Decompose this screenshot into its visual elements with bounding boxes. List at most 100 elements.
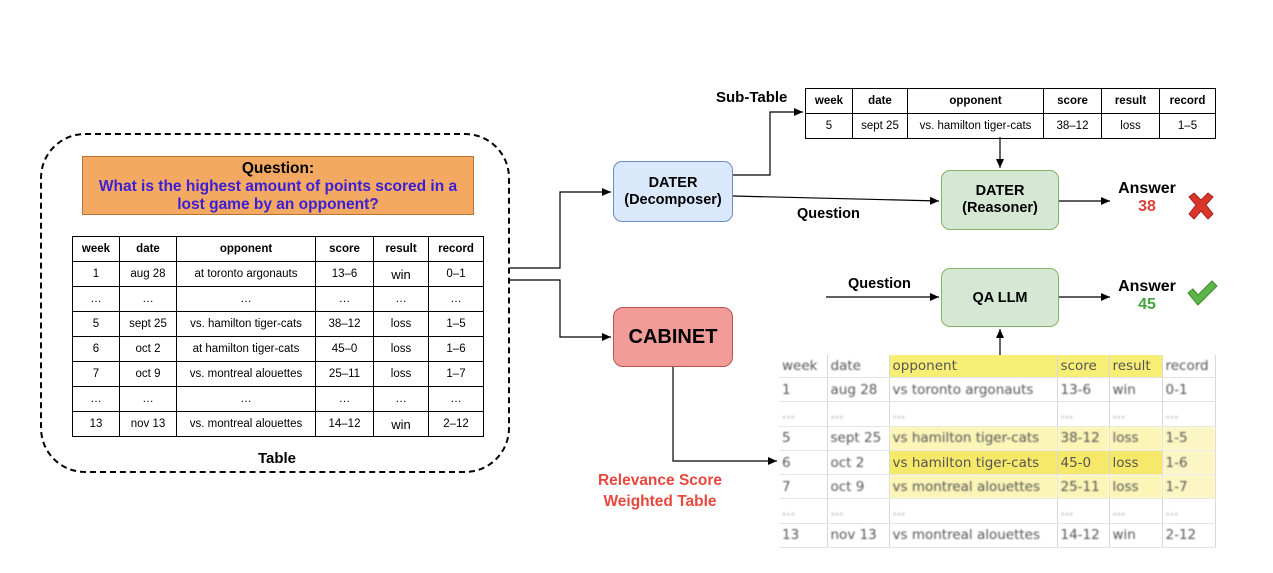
table-cell: loss (373, 311, 429, 337)
column-header: record (1162, 355, 1216, 378)
weighted-table-cell: 38-12 (1057, 426, 1110, 451)
table-cell: … (72, 386, 120, 412)
table-cell: 2–12 (428, 411, 484, 437)
weighted-table-cell: ... (889, 498, 1058, 524)
table-cell: at toronto argonauts (176, 261, 316, 287)
weighted-table-cell: aug 28 (827, 377, 890, 403)
table-cell: vs. hamilton tiger-cats (907, 113, 1044, 139)
question-label-top: Question (797, 206, 860, 222)
weighted-table-cell: 45-0 (1057, 450, 1110, 476)
column-header: week (72, 236, 120, 262)
weighted-table-cell: loss (1109, 426, 1163, 451)
weighted-table-cell: vs montreal alouettes (889, 474, 1058, 500)
table-cell: … (72, 286, 120, 312)
table-cell: 38–12 (315, 311, 374, 337)
table-cell: sept 25 (852, 113, 908, 139)
table-cell: 1–6 (428, 336, 484, 362)
relevance-label-line2: Weighted Table (603, 493, 717, 510)
weighted-table-cell: 13-6 (1057, 377, 1110, 403)
table-cell: at hamilton tiger-cats (176, 336, 316, 362)
weighted-table-cell: ... (1162, 498, 1216, 524)
column-header: week (805, 88, 853, 114)
table-cell: 13 (72, 411, 120, 437)
table-cell: 45–0 (315, 336, 374, 362)
answer-value: 45 (1138, 296, 1156, 313)
weighted-table-cell: win (1109, 523, 1163, 549)
edge-table-to-cabinet (510, 279, 611, 341)
weighted-table-cell: vs toronto argonauts (889, 377, 1058, 403)
weighted-table-cell: 1-5 (1162, 426, 1216, 451)
answer-label: Answer (1118, 278, 1176, 295)
table-cell: 1–7 (428, 361, 484, 387)
question-label-bottom: Question (848, 276, 911, 292)
qa-llm-node: QA LLM (941, 268, 1059, 327)
weighted-table-cell: oct 2 (827, 450, 890, 476)
weighted-table-cell: 1-6 (1162, 450, 1216, 476)
weighted-table-cell: 0-1 (1162, 377, 1216, 403)
weighted-table-cell: ... (827, 498, 890, 524)
column-header: opponent (176, 236, 316, 262)
table-cell: … (428, 386, 484, 412)
edge-dater-to-reasoner (732, 195, 940, 205)
table-cell: 13–6 (315, 261, 374, 287)
table-cell: 38–12 (1043, 113, 1102, 139)
question-text: What is the highest amount of points sco… (98, 178, 458, 213)
table-cell: oct 9 (119, 361, 177, 387)
input-table: week date opponent score result record 1… (72, 236, 484, 437)
weighted-table-cell: 1 (779, 377, 828, 403)
table-cell: 5 (805, 113, 853, 139)
node-subtitle: (Decomposer) (624, 191, 722, 208)
table-caption: Table (257, 450, 297, 467)
weighted-table-cell: ... (1109, 498, 1163, 524)
weighted-table-cell: win (1109, 377, 1163, 403)
weighted-table-cell: vs hamilton tiger-cats (889, 426, 1058, 451)
table-cell: 0–1 (428, 261, 484, 287)
table-cell: 7 (72, 361, 120, 387)
weighted-table-cell: ... (1057, 401, 1110, 427)
column-header: score (1057, 355, 1110, 378)
table-cell: 6 (72, 336, 120, 362)
green-check-icon (1187, 280, 1218, 306)
weighted-table-cell: ... (889, 401, 1058, 427)
table-cell: vs. montreal alouettes (176, 361, 316, 387)
column-header: date (852, 88, 908, 114)
table-cell: 14–12 (315, 411, 374, 437)
table-cell: loss (373, 361, 429, 387)
table-cell: 1–5 (428, 311, 484, 337)
node-title: DATER (975, 183, 1025, 199)
edge-table-to-dater (510, 188, 611, 269)
weighted-table-cell: 14-12 (1057, 523, 1110, 549)
question-box: Question: What is the highest amount of … (82, 156, 474, 215)
node-title: DATER (648, 174, 698, 191)
table-cell: win (373, 411, 429, 437)
red-cross-icon (1188, 192, 1214, 220)
weighted-header-row: week date opponent score result record (779, 355, 1216, 378)
table-cell: … (176, 286, 316, 312)
weighted-table-cell: loss (1109, 450, 1163, 476)
dater-reasoner-node: DATER (Reasoner) (941, 170, 1059, 230)
weighted-table-cell: ... (779, 401, 828, 427)
column-header: score (315, 236, 374, 262)
column-header: record (1159, 88, 1216, 114)
weighted-table-cell: 5 (779, 426, 828, 451)
column-header: opponent (907, 88, 1044, 114)
column-header: date (827, 355, 890, 378)
dater-decomposer-node: DATER (Decomposer) (613, 161, 733, 222)
weighted-table-cell: 13 (779, 523, 828, 549)
weighted-table-row: .................. (779, 498, 1216, 524)
table-cell: … (119, 386, 177, 412)
sub-table-row: 5 sept 25 vs. hamilton tiger-cats 38–12 … (805, 113, 1216, 139)
weighted-table-cell: 7 (779, 474, 828, 500)
table-cell: … (373, 386, 429, 412)
table-cell: oct 2 (119, 336, 177, 362)
table-cell: … (315, 386, 374, 412)
column-header: result (1109, 355, 1163, 378)
column-header: record (428, 236, 484, 262)
relevance-label-line1: Relevance Score (597, 472, 723, 489)
table-header-row: week date opponent score result record (72, 236, 484, 262)
